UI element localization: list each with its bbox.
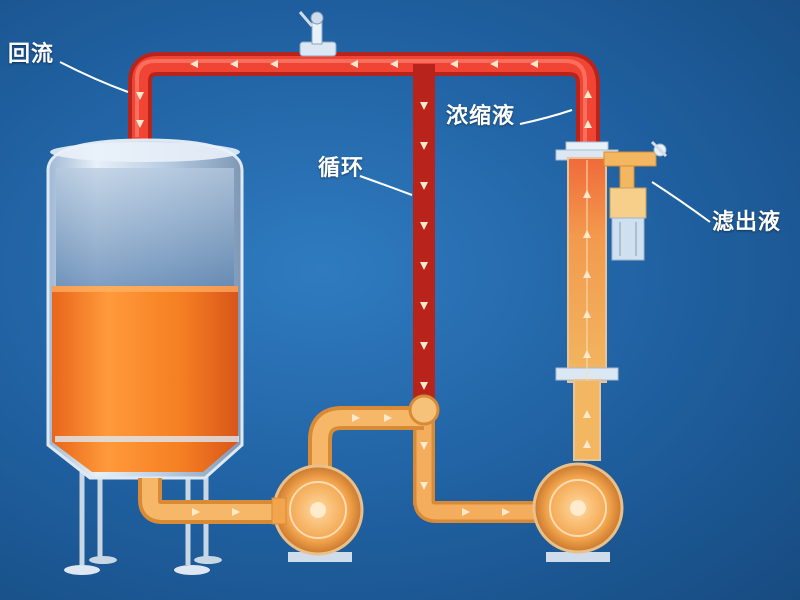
circulation-down-arrows — [420, 102, 428, 490]
feed-pump — [271, 464, 364, 562]
leader-lines — [59, 61, 711, 223]
flow-arrows — [136, 60, 592, 516]
top-valve — [298, 11, 337, 57]
reflux-riser-arrows — [136, 92, 144, 128]
reflux-pipe — [128, 52, 600, 150]
tank-outlet-pipe — [138, 478, 300, 524]
reflux-label: 回流 — [8, 42, 55, 67]
circulation-label: 循环 — [318, 156, 365, 181]
feed-pipe-arrows — [192, 414, 392, 516]
filtrate-outlet — [603, 140, 668, 261]
top-pipe-arrows — [190, 60, 538, 68]
circulation-pipe — [413, 64, 560, 523]
feed-pipe — [308, 394, 440, 470]
concentrate-label: 浓缩液 — [446, 104, 516, 129]
bottom-pipe-arrows — [462, 508, 510, 516]
storage-tank — [46, 138, 244, 575]
circulation-pump — [532, 462, 624, 562]
filtrate-label: 滤出液 — [712, 210, 782, 235]
column-arrows — [583, 90, 592, 448]
